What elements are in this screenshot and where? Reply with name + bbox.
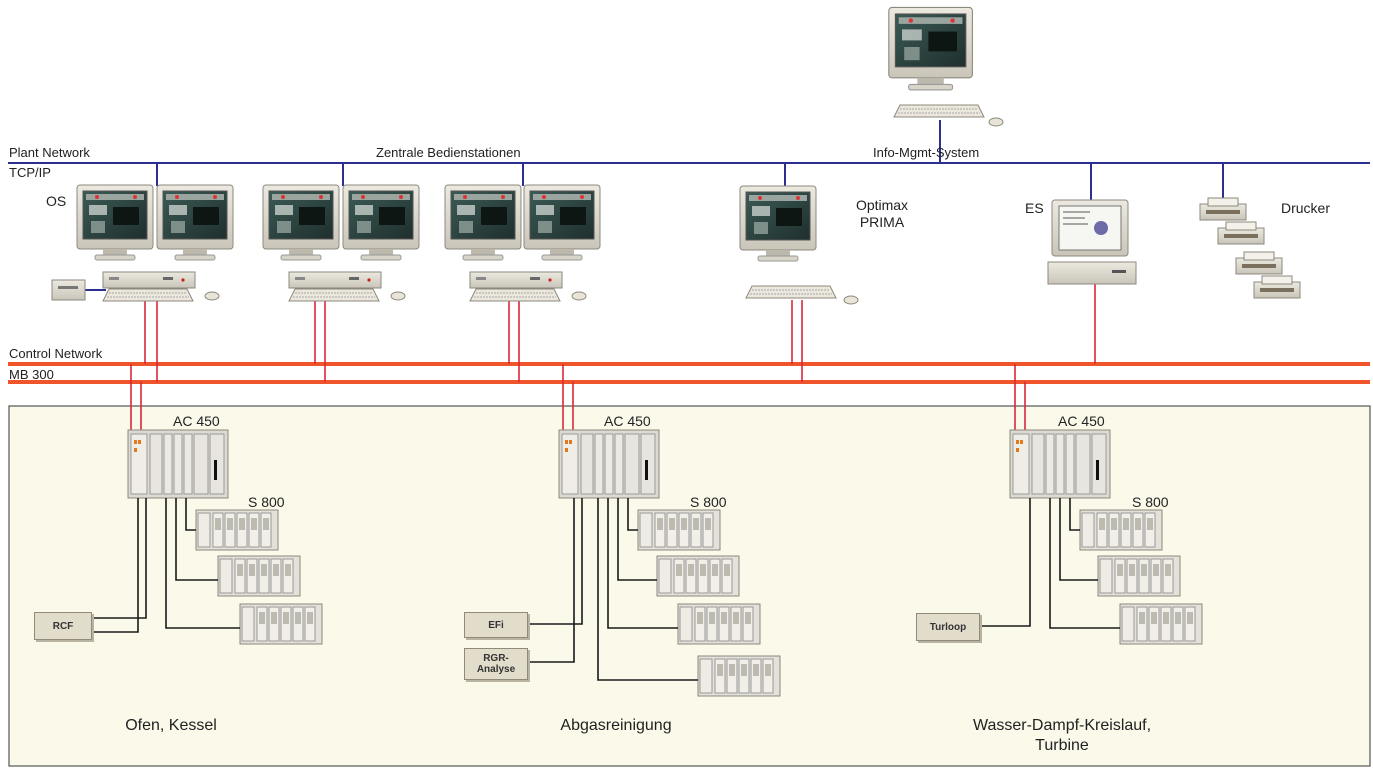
controller-rack-icon xyxy=(558,429,660,499)
field-device-rcf: RCF xyxy=(34,612,92,640)
controller-2-io-label: S 800 xyxy=(690,494,727,510)
controller-3-io-label: S 800 xyxy=(1132,494,1169,510)
io-module-icon xyxy=(1119,603,1203,645)
optimax-station xyxy=(739,185,859,305)
area-label-abgasreinigung: Abgasreinigung xyxy=(560,717,672,734)
printer-icon xyxy=(1199,197,1247,221)
keyboard-icon xyxy=(893,104,985,118)
printer-label: Drucker xyxy=(1281,200,1331,216)
mouse-icon xyxy=(571,291,587,301)
computer-icon xyxy=(1047,261,1137,285)
io-module-icon xyxy=(677,603,761,645)
control-network-bus-upper xyxy=(8,362,1370,366)
control-drop-cables xyxy=(130,284,1096,430)
controller-rack-icon xyxy=(127,429,229,499)
field-device-rgr-analyse: RGR- Analyse xyxy=(464,648,528,680)
controller-1-io-label: S 800 xyxy=(248,494,285,510)
io-cables xyxy=(92,498,240,633)
keyboard-icon xyxy=(745,285,837,299)
os-label: OS xyxy=(46,193,67,209)
external-drive-icon xyxy=(51,279,86,301)
monitor-icon xyxy=(888,6,973,91)
monitor-icon xyxy=(262,184,340,261)
io-cables xyxy=(528,498,698,681)
operator-station-1 xyxy=(51,184,234,302)
computer-icon xyxy=(288,271,382,289)
controller-1-ac-label: AC 450 xyxy=(173,413,220,429)
monitor-icon xyxy=(156,184,234,261)
controller-2-ac-label: AC 450 xyxy=(604,413,651,429)
controller-2 xyxy=(528,429,781,697)
io-module-icon xyxy=(656,555,740,597)
monitor-icon xyxy=(523,184,601,261)
operator-group-label: Zentrale Bedienstationen xyxy=(376,145,521,160)
area-label-ofen-kessel: Ofen, Kessel xyxy=(125,717,217,734)
info-mgmt-workstation xyxy=(888,6,1004,127)
monitor-icon xyxy=(342,184,420,261)
io-module-icon xyxy=(195,509,279,551)
io-module-icon xyxy=(1097,555,1181,597)
io-module-icon xyxy=(697,655,781,697)
keyboard-icon xyxy=(469,288,561,302)
plant-network-protocol: TCP/IP xyxy=(9,165,51,180)
mouse-icon xyxy=(843,295,859,305)
area-label-wasser-dampf: Wasser-Dampf-Kreislauf, Turbine xyxy=(972,717,1152,754)
plant-network-drops xyxy=(85,120,1224,291)
es-label: ES xyxy=(1025,200,1044,216)
field-device-turloop: Turloop xyxy=(916,613,980,641)
io-module-icon xyxy=(239,603,323,645)
monitor-icon xyxy=(444,184,522,261)
operator-station-2 xyxy=(262,184,420,302)
engineering-station xyxy=(1047,199,1137,285)
keyboard-icon xyxy=(288,288,380,302)
keyboard-icon xyxy=(102,288,194,302)
io-module-icon xyxy=(1079,509,1163,551)
mouse-icon xyxy=(390,291,406,301)
printer-icon xyxy=(1235,251,1283,275)
plant-network-label: Plant Network xyxy=(9,145,90,160)
io-module-icon xyxy=(637,509,721,551)
controller-3-ac-label: AC 450 xyxy=(1058,413,1105,429)
field-device-efi: EFi xyxy=(464,612,528,638)
io-module-icon xyxy=(217,555,301,597)
control-network-protocol: MB 300 xyxy=(9,367,54,382)
printer-icon xyxy=(1253,275,1301,299)
optimax-label: Optimax PRIMA xyxy=(855,197,909,230)
computer-icon xyxy=(469,271,563,289)
info-mgmt-label: Info-Mgmt-System xyxy=(873,145,980,160)
io-cables xyxy=(980,498,1120,629)
monitor-icon xyxy=(76,184,154,261)
controller-rack-icon xyxy=(1009,429,1111,499)
mouse-icon xyxy=(988,117,1004,127)
mouse-icon xyxy=(204,291,220,301)
operator-station-3 xyxy=(444,184,601,302)
monitor-icon xyxy=(739,185,817,262)
controller-3 xyxy=(980,429,1203,645)
control-network-label: Control Network xyxy=(9,346,103,361)
printer-icon xyxy=(1217,221,1265,245)
controller-1 xyxy=(92,429,323,645)
computer-icon xyxy=(102,271,196,289)
control-network-bus-lower xyxy=(8,380,1370,384)
